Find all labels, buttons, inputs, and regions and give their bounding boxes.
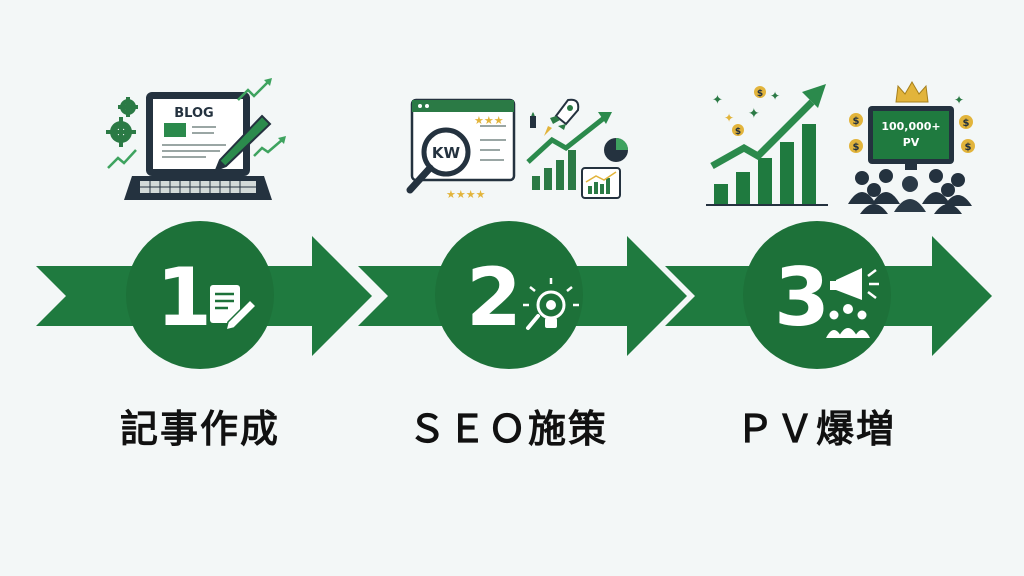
rocket-icon <box>530 98 580 136</box>
svg-text:✦: ✦ <box>954 93 964 107</box>
lightbulb-search-icon <box>523 278 579 330</box>
svg-text:★★★★: ★★★★ <box>446 188 486 201</box>
step-label-3: ＰＶ爆増 <box>735 407 896 451</box>
audience-icon <box>848 169 972 214</box>
audience-small-icon <box>826 304 870 338</box>
pv-count-line-1: 100,000+ <box>881 120 940 133</box>
coin-icon-2: $ $ $ $ ✦ <box>849 93 975 153</box>
bar-chart-icon <box>526 112 612 190</box>
crown-icon <box>895 81 929 103</box>
magnifier-icon: KW <box>406 127 471 194</box>
pv-count-line-2: PV <box>903 136 920 149</box>
svg-text:$: $ <box>853 116 860 127</box>
gear-icon <box>106 97 138 147</box>
megaphone-icon <box>830 268 879 300</box>
svg-text:$: $ <box>757 89 763 99</box>
arrow-band <box>36 236 992 356</box>
step-label-2: ＳＥＯ施策 <box>407 407 608 451</box>
step-number-3: 3 <box>774 251 830 344</box>
coin-icon: $ $ <box>732 86 766 137</box>
illustration-seo: ★★★ ★★★★ KW <box>406 98 628 201</box>
svg-text:★★★: ★★★ <box>474 114 504 127</box>
pie-chart-icon <box>604 138 628 162</box>
step-circle-3: 3 <box>743 221 891 369</box>
svg-text:✦: ✦ <box>712 93 723 108</box>
svg-text:$: $ <box>965 142 972 153</box>
illustration-pv: ✦ ✦ ✦ ✦ $ $ $ <box>706 81 975 214</box>
svg-text:✦: ✦ <box>770 89 780 103</box>
step-circle-2: 2 <box>435 221 583 369</box>
svg-text:✦: ✦ <box>724 111 734 125</box>
blog-title: BLOG <box>174 106 213 121</box>
chart-card-icon <box>581 167 621 199</box>
svg-text:$: $ <box>853 142 860 153</box>
svg-text:$: $ <box>963 118 970 129</box>
star-icon: ★★★ ★★★★ <box>446 114 504 201</box>
illustration-blog: BLOG <box>106 78 286 200</box>
monitor-icon: 100,000+ PV <box>868 106 954 170</box>
svg-text:✦: ✦ <box>748 106 760 122</box>
step-number-2: 2 <box>466 251 522 344</box>
document-edit-icon <box>210 285 258 332</box>
trend-arrow-icon <box>237 78 286 157</box>
step-label-1: 記事作成 <box>119 407 280 451</box>
svg-text:$: $ <box>735 127 741 137</box>
sparkle-icon: ✦ ✦ ✦ ✦ <box>712 89 780 125</box>
growth-chart-icon <box>706 84 828 206</box>
step-number-1: 1 <box>156 251 212 344</box>
step-circle-1: 1 <box>126 221 274 369</box>
pen-icon <box>214 114 272 172</box>
keyword-label: KW <box>432 144 461 162</box>
